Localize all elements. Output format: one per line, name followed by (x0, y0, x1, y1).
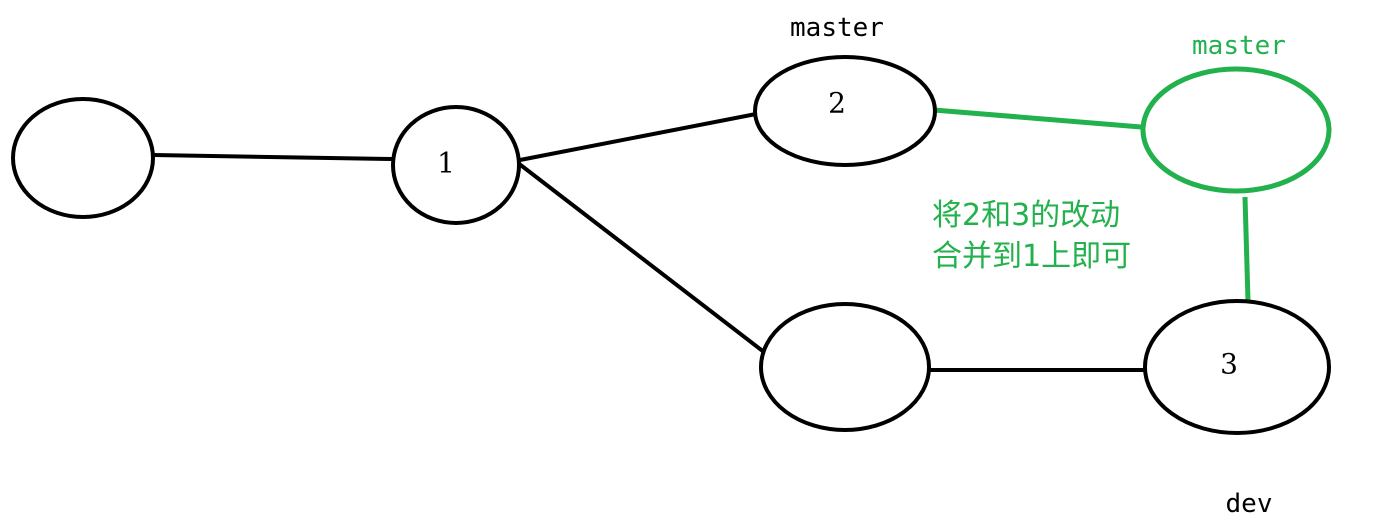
edge-2-to-merge (933, 107, 1142, 130)
node-2 (753, 55, 937, 167)
edge-root-to-1 (152, 153, 393, 161)
node-lower (759, 302, 931, 432)
node-root (11, 97, 155, 219)
master-new-label: master (1192, 31, 1286, 61)
dev-label: dev (1226, 489, 1273, 519)
edge-1-to-2 (519, 112, 757, 162)
node-1 (391, 105, 521, 225)
merge-note-line-1: 将2和3的改动 (932, 198, 1120, 233)
edge-3-to-merge (1242, 196, 1251, 302)
node-1-label: 1 (437, 147, 455, 180)
edge-1-to-lower (516, 161, 766, 354)
merge-note-line-2: 合并到1上即可 (932, 239, 1131, 274)
node-3-label: 3 (1220, 348, 1238, 381)
node-3 (1143, 299, 1331, 435)
node-2-label: 2 (828, 87, 846, 120)
node-merge (1140, 66, 1332, 194)
master-old-label: master (790, 13, 884, 43)
